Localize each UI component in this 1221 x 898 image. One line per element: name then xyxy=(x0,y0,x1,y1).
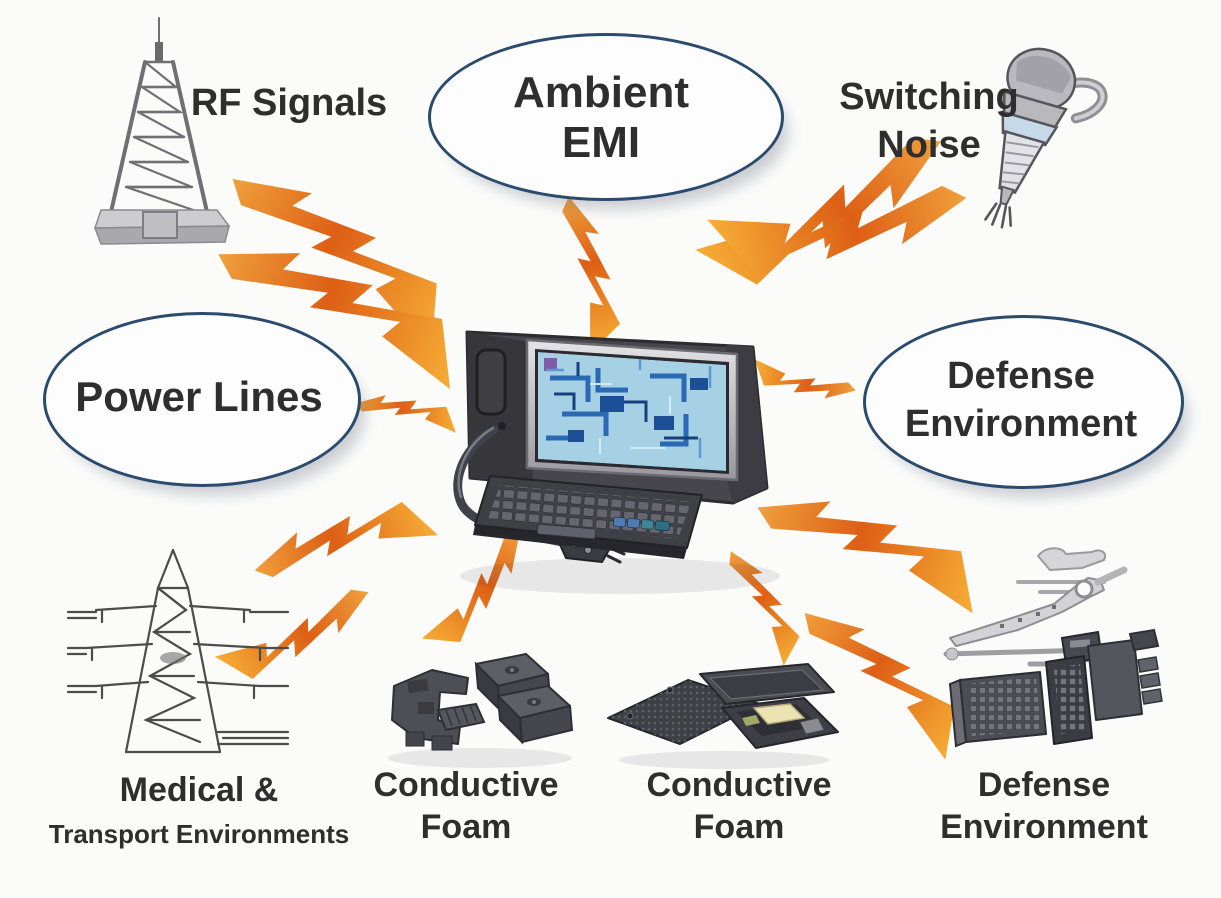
label-ambient-emi: Ambient EMI xyxy=(513,67,689,167)
label-power-lines: Power Lines xyxy=(75,372,323,420)
conductive-foam-blocks-icon xyxy=(388,653,574,768)
label-conductive-foam-left: Conductive Foam xyxy=(373,766,559,846)
transmission-pylon-icon xyxy=(66,548,290,754)
label-conductive-foam-right: Conductive Foam xyxy=(646,766,832,846)
ellipse-power-lines xyxy=(43,312,361,487)
label-medical-transport: Medical & Transport Environments xyxy=(48,771,350,849)
computer-icon xyxy=(453,330,780,594)
ellipse-ambient-emi xyxy=(428,33,784,201)
label-defense-environment-right: Defense Environment xyxy=(904,355,1138,445)
label-defense-environment-bottom: Defense Environment xyxy=(940,766,1148,846)
switching-device-icon xyxy=(984,47,1108,229)
ellipse-defense-environment xyxy=(863,315,1184,489)
radio-tower-icon xyxy=(93,17,231,245)
label-switching-noise: Switching Noise xyxy=(839,76,1019,166)
lightning-bolt-icon xyxy=(352,392,460,433)
defense-equipment-icon xyxy=(943,547,1163,748)
conductive-foam-sheets-icon xyxy=(607,663,839,769)
label-rf-signals: RF Signals xyxy=(191,80,387,128)
rf-signals-text: RF Signals xyxy=(190,82,388,125)
